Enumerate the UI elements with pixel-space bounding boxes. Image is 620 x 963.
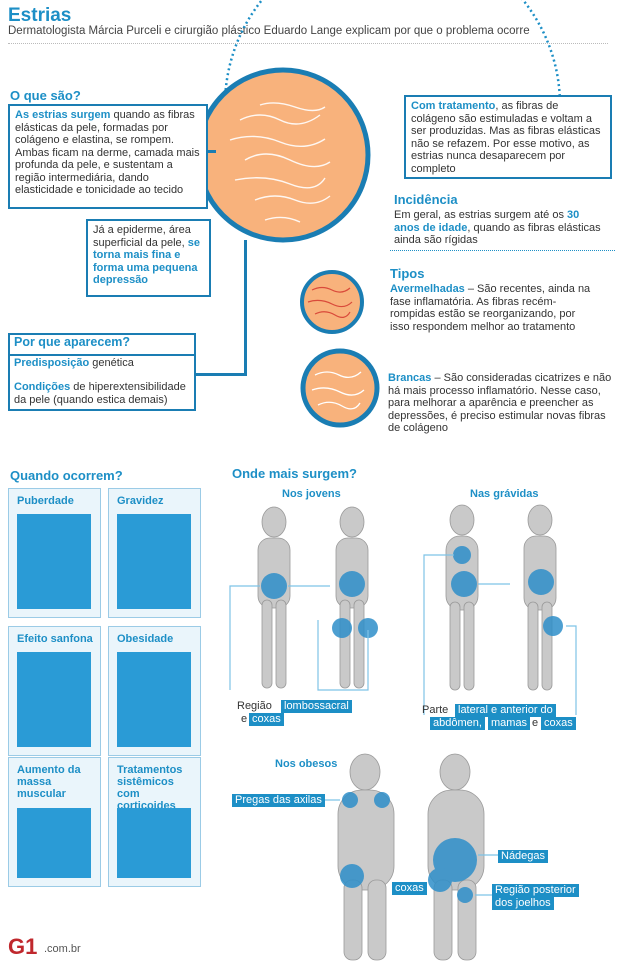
tag-mamas: mamas <box>488 717 531 730</box>
tag-coxas: coxas <box>541 717 576 730</box>
onde-heading: Onde mais surgem? <box>232 466 357 481</box>
skin-diagram <box>195 0 562 428</box>
pregnant-silhouette-icon <box>117 514 191 609</box>
tipos-heading: Tipos <box>390 266 425 281</box>
gravidas-caption: Parte <box>422 704 449 716</box>
incidencia-heading: Incidência <box>394 192 458 207</box>
tag-joelhos-2: dos joelhos <box>492 897 554 910</box>
divider <box>8 43 608 44</box>
epiderme-box: Já a epiderme, área superficial da pele,… <box>86 219 211 297</box>
tag-coxas: coxas <box>392 882 427 895</box>
card-massa-muscular: Aumento da massa muscular <box>8 757 101 887</box>
pills-icon <box>117 808 191 878</box>
quando-heading: Quando ocorrem? <box>10 468 123 483</box>
section-heading-o-que-sao: O que são? <box>10 88 81 103</box>
tipos-brancas: Brancas – São consideradas cicatrizes e … <box>388 372 612 434</box>
incidencia-text: Em geral, as estrias surgem até os 30 an… <box>394 209 601 246</box>
silhouette-icon <box>17 514 91 609</box>
page-title: Estrias <box>8 5 72 26</box>
page-subtitle: Dermatologista Márcia Purceli e cirurgiã… <box>8 25 530 37</box>
g1-logo: G1 <box>8 934 38 959</box>
por-que-heading: Por que aparecem? <box>10 335 194 356</box>
card-corticoides: Tratamentos sistêmicos com corticoides <box>108 757 201 887</box>
card-puberdade: Puberdade <box>8 488 101 618</box>
tag-coxas: coxas <box>249 713 284 726</box>
footer-domain: .com.br <box>44 943 81 955</box>
tag-joelhos-1: Região posterior <box>492 884 579 897</box>
nas-gravidas-label: Nas grávidas <box>470 488 539 500</box>
card-obesidade: Obesidade <box>108 626 201 756</box>
tag-lombossacral: lombossacral <box>281 700 352 713</box>
o-que-sao-box: As estrias surgem quando as fibras elást… <box>8 104 208 209</box>
jovens-caption: Região <box>237 700 272 712</box>
obese-silhouette-icon <box>117 652 191 747</box>
muscular-silhouette-icon <box>17 808 91 878</box>
tag-nadegas: Nádegas <box>498 850 549 863</box>
nos-jovens-label: Nos jovens <box>282 488 341 500</box>
silhouette-icon <box>17 652 91 747</box>
tag-lateral-anterior: lateral e anterior do <box>455 704 556 717</box>
tag-pregas-axilas: Pregas das axilas <box>232 794 325 807</box>
nos-obesos-label: Nos obesos <box>275 758 338 770</box>
tipos-avermelhadas: Avermelhadas – São recentes, ainda na fa… <box>390 283 591 333</box>
card-gravidez: Gravidez <box>108 488 201 618</box>
tag-abdomen: abdômen, <box>430 717 485 730</box>
card-efeito-sanfona: Efeito sanfona <box>8 626 101 756</box>
por-que-box: Por que aparecem? Predisposição genética… <box>8 333 196 411</box>
tratamento-box: Com tratamento, as fibras de colágeno sã… <box>404 95 612 179</box>
